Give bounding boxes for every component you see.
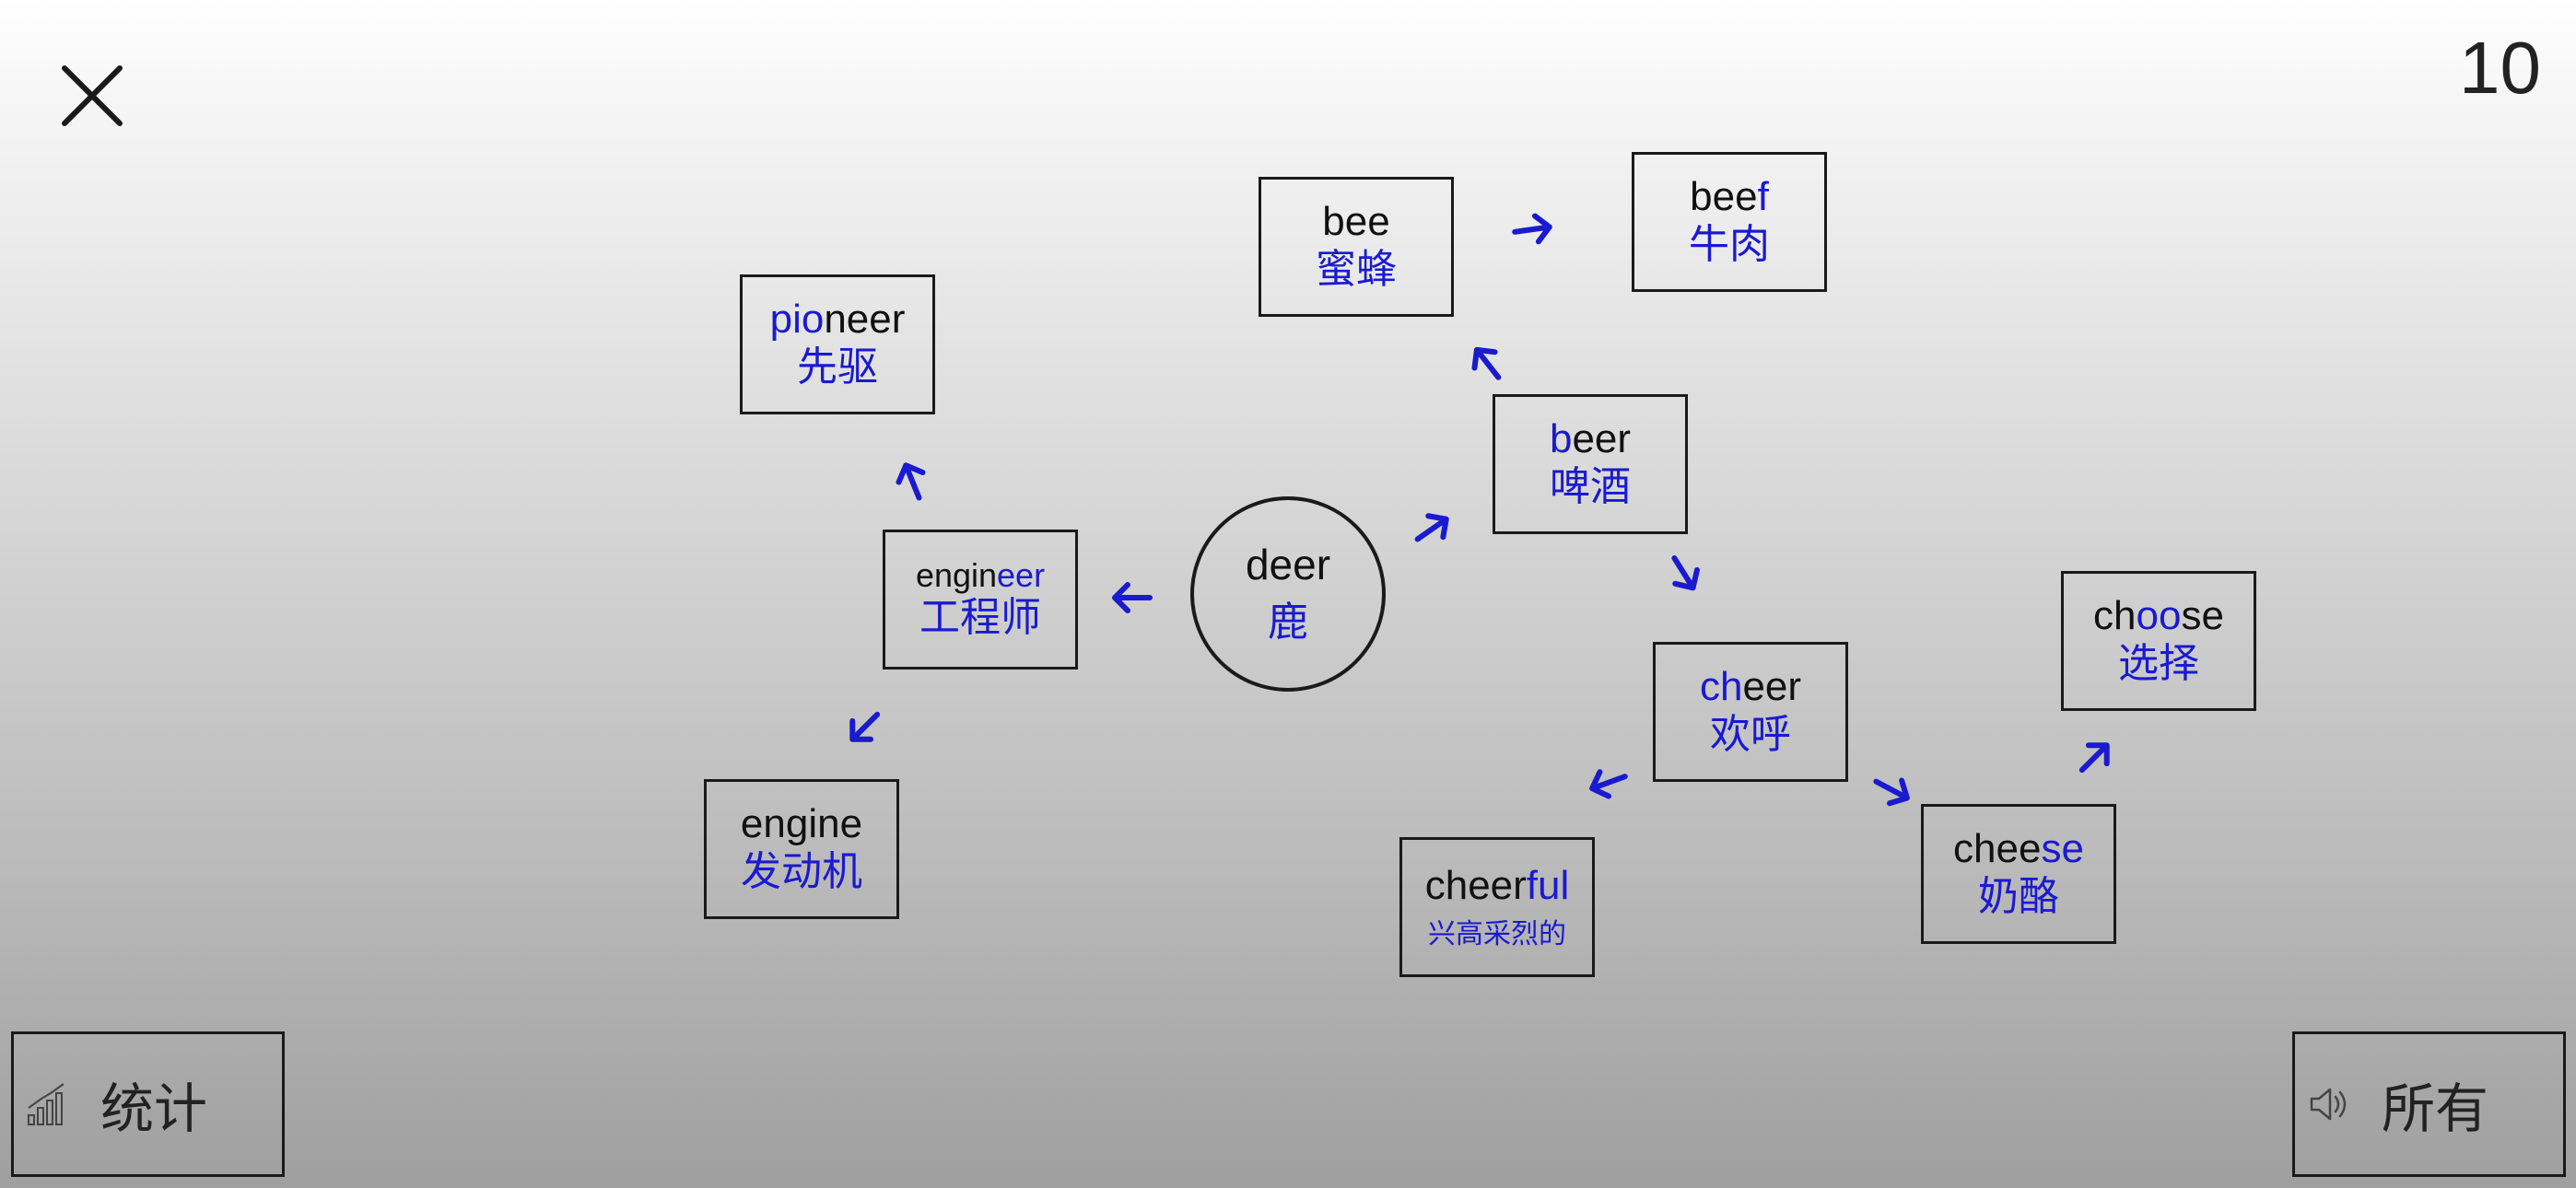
word-card-bee[interactable]: bee 蜜蜂 — [1259, 177, 1454, 317]
arrow-icon — [2078, 742, 2110, 774]
speaker-icon — [2310, 1088, 2347, 1121]
arrow-icon — [849, 711, 881, 742]
arrow-icon — [896, 462, 926, 501]
arrow-icon — [1873, 777, 1910, 807]
all-button[interactable]: 所有 — [2292, 1031, 2566, 1177]
word-card-beef[interactable]: beef 牛肉 — [1632, 152, 1827, 292]
center-word-zh: 鹿 — [1268, 599, 1308, 646]
all-button-label: 所有 — [2382, 1077, 2489, 1140]
arrow-icon — [1471, 346, 1502, 380]
stats-button[interactable]: 统计 — [11, 1031, 285, 1177]
word-card-pioneer[interactable]: pioneer 先驱 — [740, 274, 935, 414]
word-card-engine[interactable]: engine 发动机 — [704, 779, 899, 919]
arrow-icon — [1512, 213, 1552, 245]
word-card-engineer[interactable]: engineer 工程师 — [883, 530, 1078, 670]
bar-chart-icon — [28, 1083, 64, 1125]
arrow-icon — [1112, 582, 1153, 613]
word-card-cheer[interactable]: cheer 欢呼 — [1653, 642, 1848, 782]
arrow-icon — [1589, 769, 1628, 799]
stats-button-label: 统计 — [100, 1077, 208, 1140]
word-card-cheese[interactable]: cheese 奶酪 — [1921, 804, 2116, 944]
arrow-icon — [1414, 513, 1449, 542]
word-card-choose[interactable]: choose 选择 — [2061, 571, 2256, 711]
close-icon[interactable] — [57, 61, 127, 131]
arrow-icon — [1671, 555, 1700, 591]
center-word-en: deer — [1245, 540, 1331, 588]
word-card-cheerful[interactable]: cheerful 兴高采烈的 — [1399, 837, 1595, 977]
center-word-deer[interactable]: deer 鹿 — [1190, 496, 1386, 692]
word-card-beer[interactable]: beer 啤酒 — [1493, 394, 1688, 534]
word-counter: 10 — [2459, 27, 2541, 109]
